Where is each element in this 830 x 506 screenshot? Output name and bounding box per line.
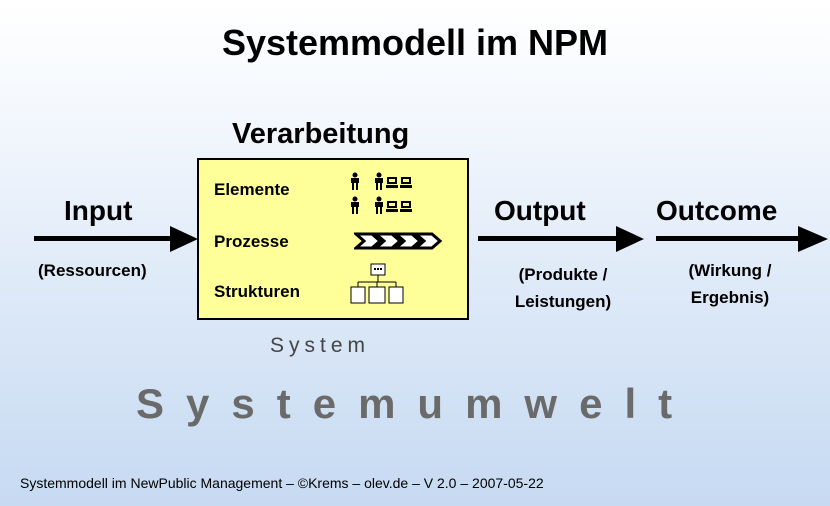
system-box: Elemente Prozesse Strukturen [197,158,469,320]
input-label: Input [64,195,133,226]
structures-label: Strukturen [214,282,300,301]
output-description-line2: Leistungen) [514,292,612,311]
diagram-title: Systemmodell im NPM [221,22,609,63]
input-arrow [34,226,198,252]
process-chevron-icon [354,232,443,250]
output-label: Output [494,195,586,226]
processing-heading: Verarbeitung [232,118,410,150]
outcome-description-line1: (Wirkung / [688,261,772,280]
outcome-description-line2: Ergebnis) [690,288,770,307]
input-description: (Ressourcen) [38,261,147,280]
system-caption: System [270,334,371,357]
outcome-arrow [656,226,828,252]
people-computers-icon [351,172,412,214]
elements-label: Elemente [214,180,290,199]
output-arrow [478,226,644,252]
environment-label: Systemumwelt [136,380,695,427]
outcome-description: (Wirkung / Ergebnis) [665,257,795,311]
output-description: (Produkte / Leistungen) [488,261,638,315]
output-description-line1: (Produkte / [518,265,608,284]
processes-label: Prozesse [214,232,289,251]
footer-credit: Systemmodell im NewPublic Management – ©… [20,475,544,491]
outcome-label: Outcome [656,195,778,226]
org-chart-icon [350,263,404,304]
